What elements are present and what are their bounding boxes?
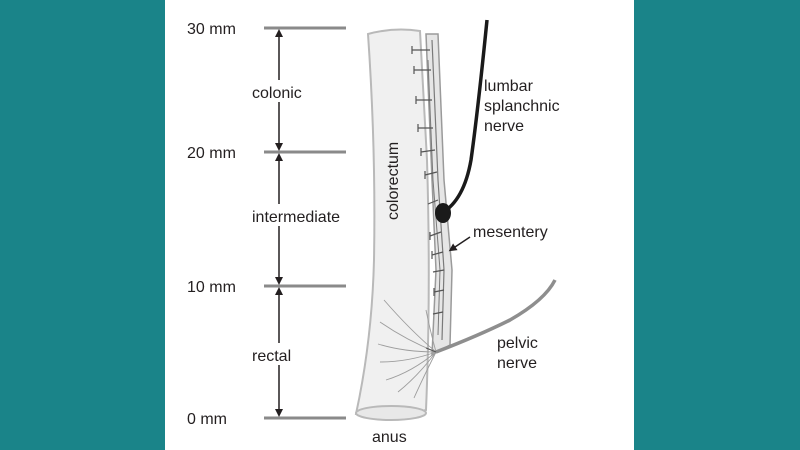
nerve-branches bbox=[411, 46, 445, 315]
mark-30mm-label: 30 mm bbox=[187, 21, 236, 38]
mesentery-label: mesentery bbox=[473, 224, 548, 241]
lumbar-splanchnic-nerve bbox=[441, 19, 489, 215]
colorectum-tube bbox=[354, 28, 430, 421]
mark-20mm-label: 20 mm bbox=[187, 145, 236, 162]
mesentery-band bbox=[425, 33, 453, 357]
lumbar-nerve-label-line3: nerve bbox=[484, 118, 524, 135]
lumbar-nerve-label-line1: lumbar bbox=[484, 78, 534, 95]
region-intermediate-label: intermediate bbox=[252, 209, 340, 226]
mesentery-arrow bbox=[448, 236, 471, 252]
lumbar-nerve-label-line2: splanchnic bbox=[484, 98, 560, 115]
pelvic-nerve bbox=[435, 279, 557, 354]
pelvic-nerve-label-line2: nerve bbox=[497, 355, 537, 372]
ganglion bbox=[435, 203, 451, 223]
colorectum-label: colorectum bbox=[385, 142, 402, 220]
pelvic-fibers bbox=[377, 299, 437, 399]
mark-10mm-label: 10 mm bbox=[187, 279, 236, 296]
region-rectal-label: rectal bbox=[252, 348, 291, 365]
anus-label: anus bbox=[372, 429, 407, 446]
pelvic-nerve-label-line1: pelvic bbox=[497, 335, 538, 352]
region-colonic-label: colonic bbox=[252, 85, 302, 102]
mark-0mm-label: 0 mm bbox=[187, 411, 227, 428]
